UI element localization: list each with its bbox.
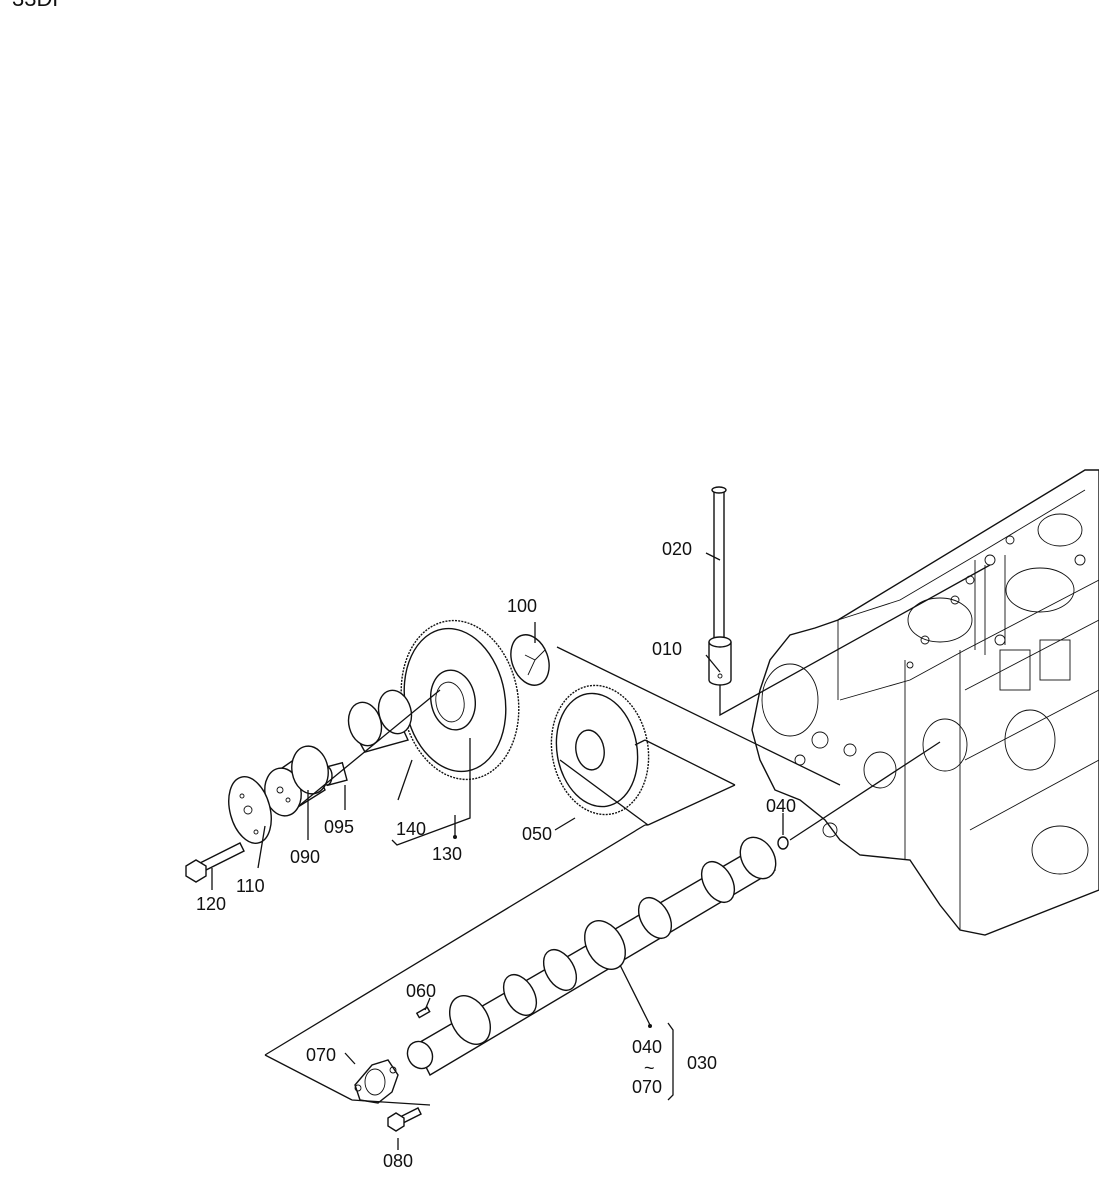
label-060: 060 bbox=[406, 981, 436, 1001]
label-range-tilde: ~ bbox=[644, 1058, 655, 1078]
label-030: 030 bbox=[687, 1053, 717, 1073]
part-030-camshaft bbox=[406, 836, 777, 1076]
label-140: 140 bbox=[396, 819, 426, 839]
part-050-cam-gear bbox=[550, 684, 650, 816]
label-095: 095 bbox=[324, 817, 354, 837]
label-040-top: 040 bbox=[766, 796, 796, 816]
engine-block bbox=[751, 469, 1099, 936]
part-100-plate bbox=[510, 634, 550, 686]
part-010-bushing bbox=[708, 636, 732, 686]
label-070: 070 bbox=[306, 1045, 336, 1065]
label-100: 100 bbox=[507, 596, 537, 616]
ref-dot-130 bbox=[453, 835, 457, 839]
label-130: 130 bbox=[432, 844, 462, 864]
label-080: 080 bbox=[383, 1151, 413, 1171]
label-090: 090 bbox=[290, 847, 320, 867]
part-110-plate bbox=[228, 776, 272, 844]
label-050: 050 bbox=[522, 824, 552, 844]
part-020-rod bbox=[711, 486, 727, 643]
label-110: 110 bbox=[236, 876, 265, 896]
label-010: 010 bbox=[652, 639, 682, 659]
part-120-bolt bbox=[185, 842, 245, 883]
label-120: 120 bbox=[196, 894, 226, 914]
part-090-shaft bbox=[264, 745, 329, 817]
part-130-idler-gear bbox=[400, 619, 520, 781]
part-140-bushing bbox=[347, 689, 413, 753]
part-080-bolt bbox=[387, 1107, 422, 1132]
part-040-washer bbox=[777, 836, 789, 850]
diagram-code: 33DF bbox=[12, 0, 66, 12]
label-020: 020 bbox=[662, 539, 692, 559]
label-070-range-end: 070 bbox=[632, 1077, 662, 1097]
part-070-thrust-plate bbox=[354, 1059, 399, 1104]
label-040-range-start: 040 bbox=[632, 1037, 662, 1057]
part-060-key bbox=[415, 1006, 431, 1019]
ref-dot-030 bbox=[648, 1024, 652, 1028]
